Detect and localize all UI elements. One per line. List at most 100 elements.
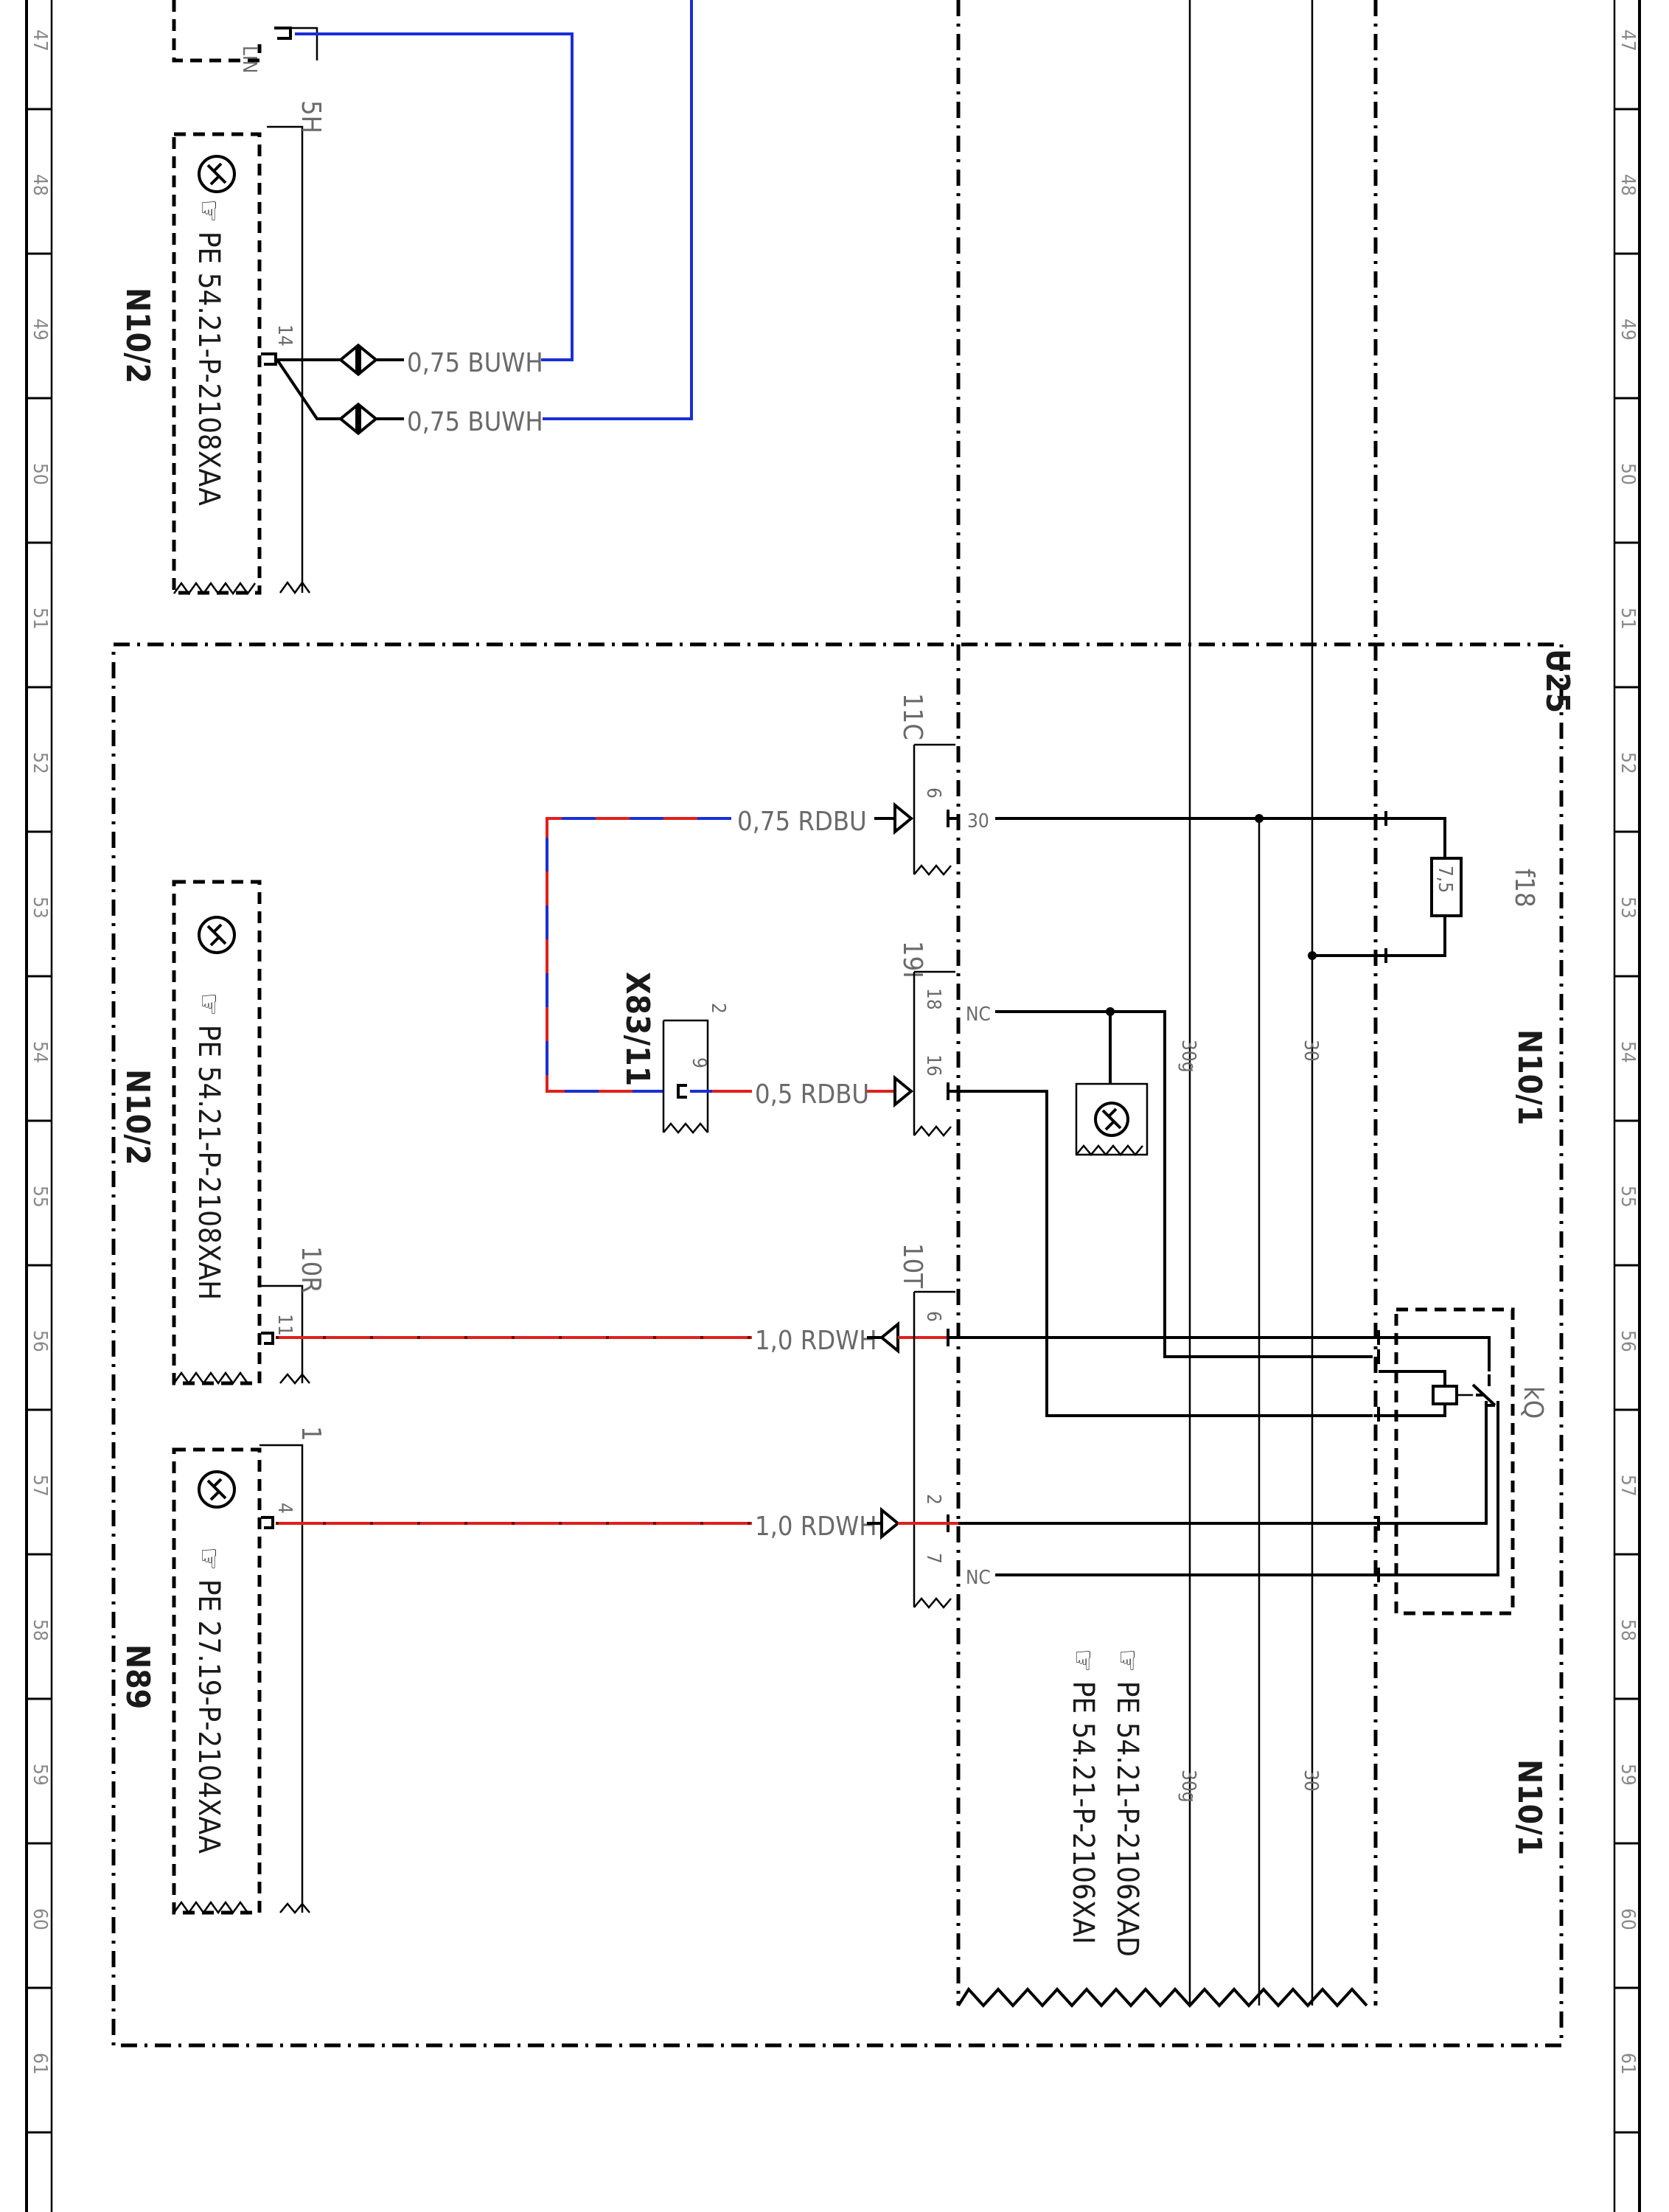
x83-11-ref: X83/11 <box>619 972 656 1086</box>
connector-5h: 5H <box>296 100 326 133</box>
n10-2-bottom-ref: N10/2 <box>119 1069 156 1165</box>
ruler-row-number: 60 <box>29 1908 51 1930</box>
ruler-row-number: 61 <box>29 2053 51 2075</box>
pin-6: 6 <box>922 787 944 799</box>
ruler-row-number: 58 <box>1617 1619 1639 1641</box>
hand-pointer-icon: ☞ <box>192 1547 226 1579</box>
connector-11c-label: 11C <box>897 693 927 740</box>
hand-pointer-icon: ☞ <box>192 199 226 232</box>
n10-2-top-ref: N10/2 <box>119 288 156 383</box>
connector-10t-label: 10T <box>897 1243 927 1288</box>
n10-1-ref-lower: N10/1 <box>1511 1759 1548 1855</box>
ruler-row-number: 56 <box>29 1330 51 1352</box>
terminal-30: 30 <box>967 810 989 832</box>
ruler-row-number: 55 <box>29 1186 51 1208</box>
connector-10r: 10R <box>296 1246 326 1293</box>
ruler-row-number: 53 <box>29 897 51 919</box>
wire-w2: 0,75 BUWH <box>407 407 543 437</box>
fuse-ref: f18 <box>1509 869 1539 908</box>
pin-18: 18 <box>922 988 944 1010</box>
ruler-row-number: 52 <box>29 752 51 774</box>
n89-pe: ☞ PE 27.19-P-2104XAA <box>192 1547 226 1854</box>
bus-30-a: 30 <box>1300 1040 1322 1062</box>
connector-10t: 10T 6 2 7 NC <box>897 1243 1499 1609</box>
ruler-row-number: 49 <box>1617 319 1639 341</box>
ruler-row-number: 57 <box>29 1475 51 1497</box>
hand-pointer-icon: ☞ <box>1110 1649 1144 1681</box>
n10-2-bottom-module: ☞ PE 54.21-P-2108XAH N10/2 10R 11 1,0 RD… <box>119 880 958 1385</box>
ruler-row-number: 50 <box>29 463 51 485</box>
wire-rdbu-075: 0,75 RDBU <box>546 801 914 1093</box>
ruler-row-number: 47 <box>29 29 51 52</box>
relay-kq: kQ <box>1377 1307 1548 1615</box>
hand-pointer-icon: ☞ <box>192 992 226 1025</box>
wire-w6: 1,0 RDWH <box>755 1512 877 1542</box>
ruler-row-number: 60 <box>1617 1908 1639 1930</box>
ruler-row-number: 55 <box>1617 1186 1639 1208</box>
wire-w3: 0,75 RDBU <box>737 807 867 837</box>
wire-w1: 0,75 BUWH <box>407 348 543 378</box>
bus-30g-a: 30g <box>1177 1040 1199 1073</box>
nc-19i: NC <box>966 1004 991 1026</box>
ruler-row-number: 47 <box>1617 29 1639 52</box>
pin-16: 16 <box>922 1054 944 1077</box>
ruler-row-number: 54 <box>29 1041 51 1063</box>
n10-2-top-pe: ☞ PE 54.21-P-2108XAA <box>192 199 226 506</box>
n89-module: ☞ PE 27.19-P-2104XAA N89 1 4 1,0 RDWH <box>119 1426 958 1915</box>
relay-ref: kQ <box>1518 1386 1548 1419</box>
pin-11: 11 <box>273 1314 296 1336</box>
n10-1-pe-1: ☞ PE 54.21-P-2106XAD <box>1110 1649 1144 1957</box>
n10-1-ref-upper: N10/1 <box>1511 1029 1548 1125</box>
transistor-icon <box>198 1470 236 1509</box>
ruler-row-number: 51 <box>29 608 51 630</box>
fuse-f18: 7,5 f18 <box>1308 811 1539 963</box>
connector-11c: 11C 6 30 <box>897 693 1445 876</box>
ruler-row-number: 53 <box>1617 897 1639 919</box>
ruler-row-number: 51 <box>1617 608 1639 630</box>
n10-2-top-module: ☞ PE 54.21-P-2108XAA N10/2 5H 14 0,75 BU… <box>119 100 691 596</box>
u25-boundary: U25 <box>111 642 1576 2048</box>
connector-symbol-icon <box>338 343 379 436</box>
ruler-row-number: 48 <box>1617 174 1639 196</box>
pin-7-10t: 7 <box>922 1553 944 1564</box>
lin-label: LIN <box>238 46 260 73</box>
transistor-icon <box>198 916 236 954</box>
bus-30-b: 30 <box>1300 1770 1322 1792</box>
ruler-row-number: 54 <box>1617 1041 1639 1063</box>
x83-pin-9: 9 <box>688 1057 710 1068</box>
bus-lines: 30g 30 30g 30 <box>1177 0 1322 2006</box>
ruler-row-number: 59 <box>1617 1764 1639 1786</box>
connector-1: 1 <box>296 1426 326 1441</box>
x83-pin-2: 2 <box>707 1003 729 1014</box>
wire-w5: 1,0 RDWH <box>755 1326 877 1356</box>
bus-30g-b: 30g <box>1177 1770 1199 1803</box>
ruler-row-number: 58 <box>29 1619 51 1641</box>
pin-14: 14 <box>273 324 296 347</box>
ruler-row-number: 52 <box>1617 752 1639 774</box>
hand-pointer-icon: ☞ <box>1066 1649 1100 1681</box>
ruler-row-number: 59 <box>29 1764 51 1786</box>
pin-4: 4 <box>273 1503 296 1514</box>
ruler-row-number: 50 <box>1617 463 1639 485</box>
n89-ref: N89 <box>119 1644 156 1709</box>
nc-10t: NC <box>966 1567 991 1589</box>
ruler-row-number: 61 <box>1617 2053 1639 2075</box>
pin-2-10t: 2 <box>922 1494 944 1505</box>
n10-1-pe-2: ☞ PE 54.21-P-2106XAI <box>1066 1649 1100 1944</box>
u25-ref: U25 <box>1539 649 1576 713</box>
ruler-row-number: 57 <box>1617 1475 1639 1497</box>
n10-2-bottom-pe: ☞ PE 54.21-P-2108XAH <box>192 992 226 1300</box>
wire-w4: 0,5 RDBU <box>755 1079 869 1110</box>
pin-6-10t: 6 <box>922 1311 944 1322</box>
fuse-value: 7,5 <box>1434 866 1456 893</box>
x83-11-connector: X83/11 2 9 0,5 RDBU <box>619 972 914 1134</box>
transistor-icon <box>198 155 236 193</box>
ruler-row-number: 48 <box>29 174 51 196</box>
ruler-row-number: 56 <box>1617 1330 1639 1352</box>
ruler-row-number: 49 <box>29 319 51 341</box>
connector-19i: 19I 18 16 NC <box>897 941 1373 1417</box>
transistor-icon <box>1094 1102 1129 1137</box>
